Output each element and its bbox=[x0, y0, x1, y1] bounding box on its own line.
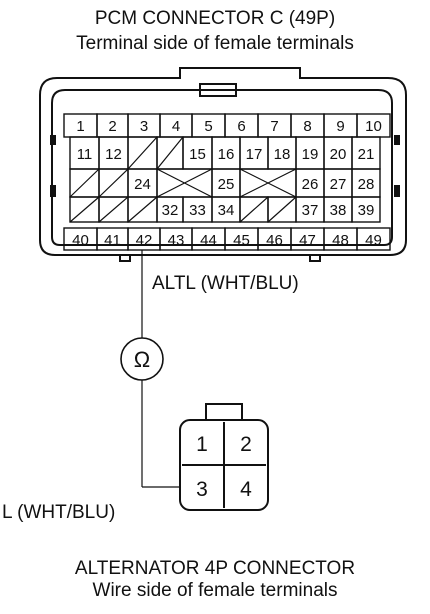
pcm-terminal-row2-4: 15 bbox=[189, 146, 206, 163]
pcm-terminal-9: 9 bbox=[336, 118, 344, 135]
pcm-connector-housing bbox=[39, 67, 407, 262]
no-terminal-cross bbox=[239, 168, 297, 198]
no-terminal-cross bbox=[156, 168, 213, 198]
alternator-connector-housing bbox=[179, 403, 269, 511]
alternator-terminal-labels: 1 2 3 4 bbox=[196, 433, 252, 501]
pcm-terminal-46: 46 bbox=[266, 232, 283, 249]
pcm-connector-subtitle: Terminal side of female terminals bbox=[76, 33, 354, 54]
pcm-terminal-row4-4: 33 bbox=[189, 202, 206, 219]
pcm-terminal-5: 5 bbox=[204, 118, 212, 135]
alt-terminal-2: 2 bbox=[240, 433, 252, 456]
pcm-terminal-row4-10: 39 bbox=[358, 202, 375, 219]
pcm-terminal-row3-4: 25 bbox=[218, 176, 235, 193]
ohm-symbol: Ω bbox=[134, 347, 150, 372]
alt-terminal-1: 1 bbox=[196, 433, 208, 456]
pcm-terminal-1: 1 bbox=[76, 118, 84, 135]
pcm-terminal-row3-2: 24 bbox=[134, 176, 151, 193]
alternator-connector-subtitle: Wire side of female terminals bbox=[92, 580, 338, 601]
pcm-terminal-row2-6: 17 bbox=[246, 146, 263, 163]
l-wire-label: L (WHT/BLU) bbox=[2, 502, 115, 523]
pcm-connector-latch-marks bbox=[50, 135, 400, 197]
pcm-connector-title: PCM CONNECTOR C (49P) bbox=[94, 8, 336, 29]
alternator-connector-title: ALTERNATOR 4P CONNECTOR bbox=[74, 558, 356, 579]
blank-terminal-slash bbox=[69, 168, 100, 198]
pcm-terminal-47: 47 bbox=[299, 232, 316, 249]
pcm-terminal-row4-5: 34 bbox=[218, 202, 235, 219]
pcm-terminal-49: 49 bbox=[365, 232, 382, 249]
pcm-terminal-3: 3 bbox=[140, 118, 148, 135]
alt-terminal-3: 3 bbox=[196, 478, 208, 501]
pcm-terminal-row4-8: 37 bbox=[302, 202, 319, 219]
pcm-terminal-row2-5: 16 bbox=[218, 146, 235, 163]
pcm-terminal-6: 6 bbox=[237, 118, 245, 135]
altl-wire-label: ALTL (WHT/BLU) bbox=[152, 273, 299, 294]
blank-terminal-slash bbox=[127, 136, 158, 170]
pcm-terminal-43: 43 bbox=[168, 232, 185, 249]
pcm-terminal-row2-7: 18 bbox=[274, 146, 291, 163]
pcm-terminal-10: 10 bbox=[365, 118, 382, 135]
pcm-terminal-41: 41 bbox=[104, 232, 121, 249]
pcm-terminal-cell bbox=[356, 227, 391, 251]
pcm-terminal-row2-9: 20 bbox=[330, 146, 347, 163]
pcm-terminal-48: 48 bbox=[332, 232, 349, 249]
blank-terminal-slash bbox=[239, 196, 269, 223]
pcm-terminal-row2-10: 21 bbox=[358, 146, 375, 163]
pcm-terminal-row3-7: 27 bbox=[330, 176, 347, 193]
blank-terminal-slash bbox=[69, 196, 100, 223]
pcm-terminal-44: 44 bbox=[200, 232, 217, 249]
pcm-terminal-row2-0: 11 bbox=[77, 146, 93, 163]
blank-terminal-slash bbox=[127, 196, 158, 223]
pcm-terminal-7: 7 bbox=[270, 118, 278, 135]
pcm-terminal-grid bbox=[63, 113, 391, 251]
blank-terminal-slash bbox=[98, 196, 129, 223]
pcm-terminal-row2-1: 12 bbox=[105, 146, 122, 163]
pcm-terminal-row4-3: 32 bbox=[162, 202, 179, 219]
blank-terminal-slash bbox=[267, 196, 297, 223]
blank-terminal-slash bbox=[98, 168, 129, 198]
pcm-terminal-row4-9: 38 bbox=[330, 202, 347, 219]
pcm-terminal-2: 2 bbox=[108, 118, 116, 135]
test-wire bbox=[141, 250, 186, 488]
pcm-terminal-row3-6: 26 bbox=[302, 176, 319, 193]
pcm-terminal-row2-8: 19 bbox=[302, 146, 319, 163]
pcm-terminal-row3-8: 28 bbox=[358, 176, 375, 193]
pcm-terminal-cell bbox=[351, 196, 381, 223]
pcm-terminal-45: 45 bbox=[233, 232, 250, 249]
pcm-terminal-40: 40 bbox=[72, 232, 89, 249]
pcm-terminal-4: 4 bbox=[172, 118, 180, 135]
pcm-terminal-42: 42 bbox=[136, 232, 153, 249]
blank-terminal-slash bbox=[156, 136, 184, 170]
ohmmeter-icon: Ω bbox=[120, 337, 164, 381]
alt-terminal-4: 4 bbox=[240, 478, 252, 501]
pcm-terminal-8: 8 bbox=[303, 118, 311, 135]
